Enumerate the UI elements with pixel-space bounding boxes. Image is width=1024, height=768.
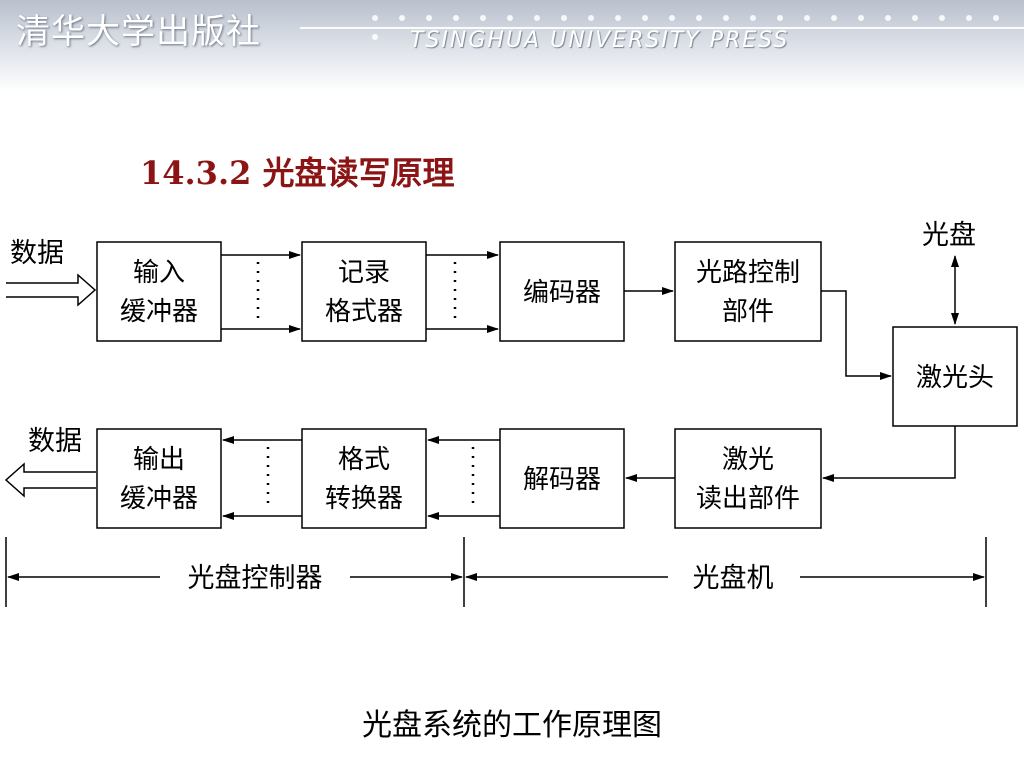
record-formatter-line1: 记录 — [338, 258, 390, 288]
top-parallel-bus-2 — [426, 251, 499, 333]
data-out-label: 数据 — [28, 426, 82, 457]
header-dot — [777, 15, 783, 21]
header-dot — [966, 15, 972, 21]
head-to-readout-arrow — [822, 426, 956, 482]
header-dot — [507, 15, 513, 21]
header-dot — [453, 15, 459, 21]
laser-readout-line2: 读出部件 — [696, 484, 800, 514]
output-buffer-block: 输出 缓冲器 — [96, 428, 222, 529]
laser-head-block: 激光头 — [892, 326, 1018, 427]
controller-range-label: 光盘控制器 — [188, 563, 323, 594]
header-rule — [300, 27, 1024, 29]
header-dot — [858, 15, 864, 21]
diagram-caption: 光盘系统的工作原理图 — [362, 708, 662, 743]
slide-title: 14.3.2 光盘读写原理 — [140, 154, 455, 192]
header-dot — [426, 15, 432, 21]
header-dot — [372, 15, 378, 21]
record-formatter-line2: 格式器 — [325, 297, 403, 327]
format-converter-line2: 转换器 — [325, 484, 403, 514]
drive-range-label: 光盘机 — [693, 563, 774, 594]
decoder-block: 解码器 — [499, 428, 625, 529]
header-dot — [912, 15, 918, 21]
encoder-label: 编码器 — [523, 278, 601, 308]
header-dot — [642, 15, 648, 21]
header-dot — [723, 15, 729, 21]
header-dots — [372, 6, 1024, 44]
format-converter-line1: 格式 — [338, 445, 390, 475]
optical-disc-diagram: 数据 数据 光盘 输入 缓冲器 记录 格式器 编码器 光路控制 部件 激光头 输… — [4, 220, 1018, 607]
input-buffer-line2: 缓冲器 — [120, 297, 198, 327]
header-dot — [669, 15, 675, 21]
input-buffer-block: 输入 缓冲器 — [96, 241, 222, 342]
header-dot — [534, 15, 540, 21]
publisher-logo-cn: 清华大学出版社 — [16, 12, 261, 52]
encoder-block: 编码器 — [499, 241, 625, 342]
header-dot — [750, 15, 756, 21]
laser-path-control-line1: 光路控制 — [696, 258, 800, 288]
range-brackets — [5, 537, 987, 607]
header-dot — [885, 15, 891, 21]
laser-path-control-line2: 部件 — [722, 297, 774, 327]
publisher-name-en: TSINGHUA UNIVERSITY PRESS — [410, 28, 790, 53]
header-dot — [399, 15, 405, 21]
laser-readout-block: 激光 读出部件 — [674, 428, 822, 529]
header-dot — [696, 15, 702, 21]
input-buffer-line1: 输入 — [133, 258, 185, 288]
top-parallel-bus-1 — [221, 251, 301, 333]
header-dot — [372, 34, 378, 40]
header-banner: 清华大学出版社 TSINGHUA UNIVERSITY PRESS — [0, 0, 1024, 92]
bottom-parallel-bus-1 — [427, 436, 500, 520]
disc-label: 光盘 — [922, 220, 976, 251]
header-dot — [561, 15, 567, 21]
laser-readout-line1: 激光 — [722, 445, 774, 475]
header-dot — [831, 15, 837, 21]
bottom-parallel-bus-2 — [222, 436, 302, 520]
data-in-label: 数据 — [10, 238, 64, 269]
format-converter-block: 格式 转换器 — [301, 428, 427, 529]
decoder-label: 解码器 — [523, 465, 601, 495]
record-formatter-block: 记录 格式器 — [301, 241, 427, 342]
header-dot — [588, 15, 594, 21]
header-dot — [615, 15, 621, 21]
output-buffer-line1: 输出 — [133, 445, 185, 475]
data-in-arrow — [6, 273, 97, 307]
laser-head-label: 激光头 — [916, 363, 994, 393]
header-dot — [804, 15, 810, 21]
header-dot — [939, 15, 945, 21]
control-to-head-arrow — [821, 290, 892, 380]
output-buffer-line2: 缓冲器 — [120, 484, 198, 514]
header-dot — [993, 15, 999, 21]
laser-path-control-block: 光路控制 部件 — [674, 241, 822, 342]
data-out-arrow — [4, 462, 96, 498]
header-dot — [480, 15, 486, 21]
